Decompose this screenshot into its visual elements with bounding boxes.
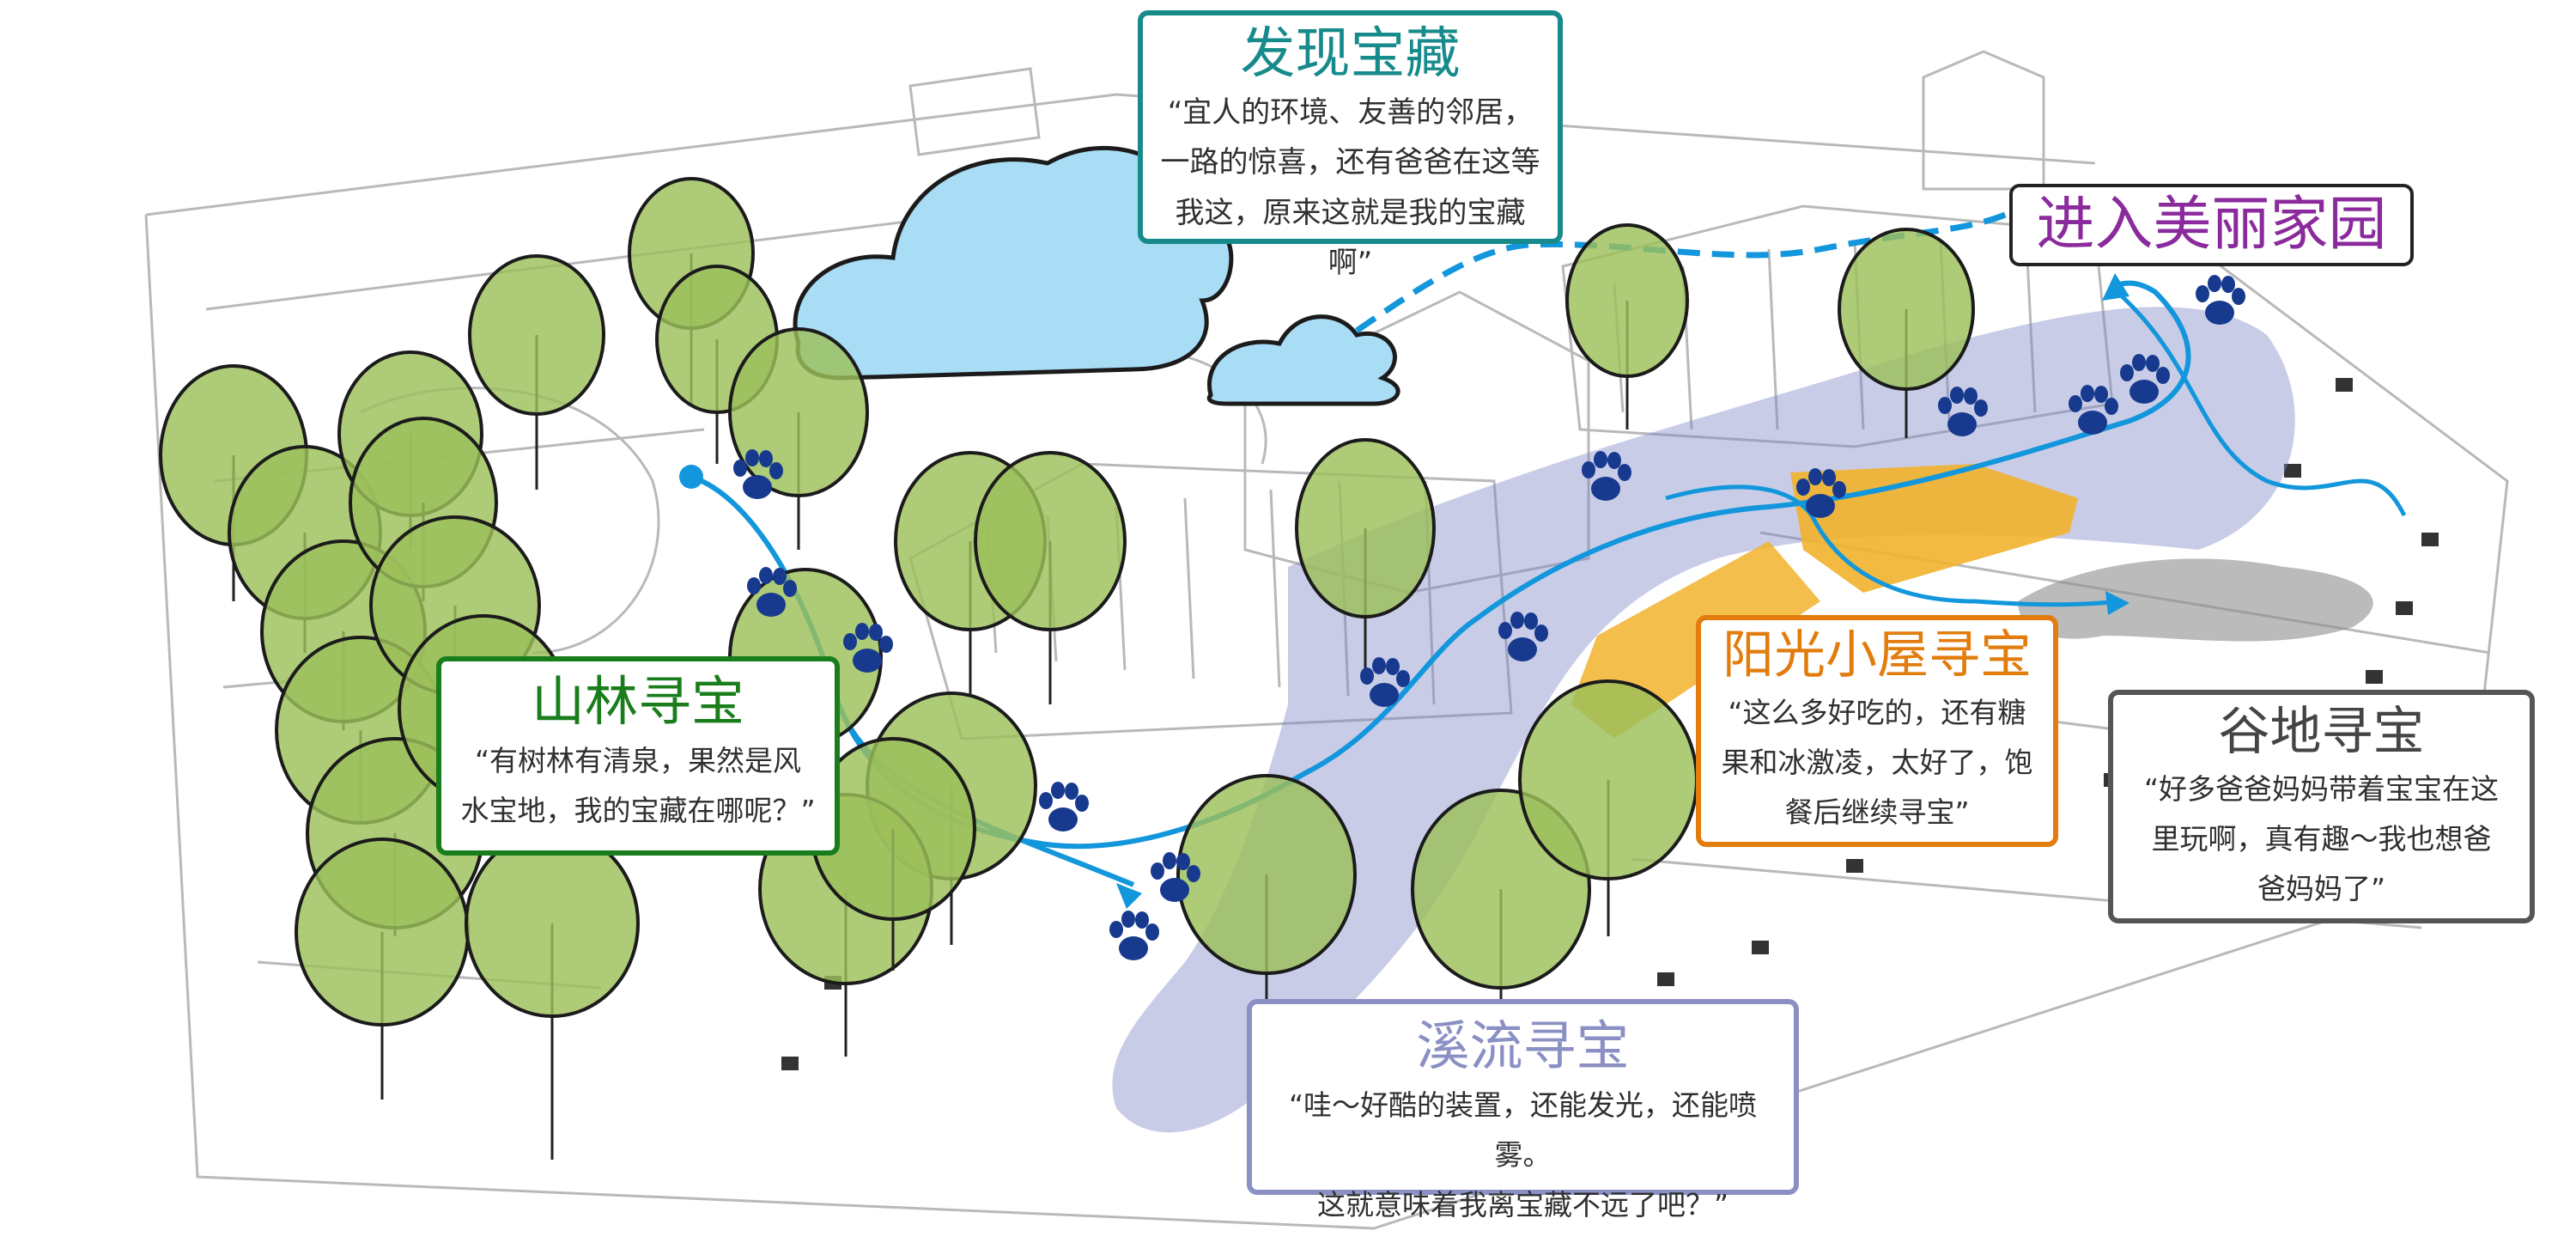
callout-quote-line: “哇～好酷的装置，还能发光，还能喷雾。: [1288, 1088, 1758, 1173]
callout-discover-treasure: 发现宝藏 “宜人的环境、友善的邻居， 一路的惊喜，还有爸爸在这等 我这，原来这就…: [1138, 10, 1563, 280]
callout-quote-line: 一路的惊喜，还有爸爸在这等: [1160, 145, 1540, 180]
callout-title: 山林寻宝: [531, 670, 744, 733]
callout-enter-home: 进入美丽家园: [2009, 184, 2414, 266]
paw-print-icon: [1109, 911, 1159, 960]
arrow-head-icon: [2102, 273, 2129, 301]
tree-icon: [1518, 679, 1698, 880]
callout-quote-line: “好多爸爸妈妈带着宝宝在这: [2143, 772, 2500, 807]
valley-area: [2018, 558, 2373, 642]
callout-title: 发现宝藏: [1240, 22, 1461, 86]
callout-title: 进入美丽家园: [2036, 191, 2387, 259]
callout-quote-line: “宜人的环境、友善的邻居，: [1167, 94, 1534, 130]
tree-icon: [974, 451, 1127, 631]
route-start-point: [679, 465, 703, 489]
callout-title: 溪流寻宝: [1416, 1014, 1630, 1077]
arrow-head-icon: [1116, 883, 1142, 909]
sunny-house-roof: [1790, 464, 2078, 593]
callout-forest-treasure: 山林寻宝 “有树林有清泉，果然是风 水宝地，我的宝藏在哪呢？”: [436, 656, 840, 856]
callout-stream-treasure: 溪流寻宝 “哇～好酷的装置，还能发光，还能喷雾。 这就意味着我离宝藏不远了吧？”: [1247, 999, 1799, 1221]
tree-icon: [1565, 223, 1689, 378]
callout-quote-line: “有树林有清泉，果然是风: [474, 744, 802, 778]
callout-title: 谷地寻宝: [2218, 702, 2425, 762]
callout-quote-line: 这就意味着我离宝藏不远了吧？”: [1316, 1187, 1729, 1221]
tree-icon: [465, 829, 640, 1018]
tree-icon: [1838, 228, 1975, 391]
cloud-icon: [1206, 314, 1400, 406]
arrow-head-icon: [2105, 591, 2129, 615]
callout-quote-line: 果和冰激凌，太好了，饱: [1721, 745, 2033, 779]
route-line: [1665, 484, 2122, 607]
callout-quote-line: 里玩啊，真有趣～我也想爸: [2151, 821, 2492, 856]
callout-quote-line: “这么多好吃的，还有糖: [1728, 696, 2026, 730]
tree-icon: [728, 327, 869, 497]
callout-quote-line: 餐后继续寻宝”: [1784, 795, 1970, 829]
paw-print-icon: [1039, 782, 1089, 832]
tree-icon: [295, 838, 470, 1027]
callout-valley-treasure: 谷地寻宝 “好多爸爸妈妈带着宝宝在这 里玩啊，真有趣～我也想爸 爸妈妈了”: [2108, 690, 2535, 923]
callout-sunny-house-treasure: 阳光小屋寻宝 “这么多好吃的，还有糖 果和冰激凌，太好了，饱 餐后继续寻宝”: [1696, 615, 2058, 847]
callout-quote-line: 爸妈妈了”: [2257, 871, 2386, 905]
callout-quote-line: 水宝地，我的宝藏在哪呢？”: [460, 794, 816, 828]
tree-icon: [1295, 438, 1436, 618]
route-line: [2111, 286, 2407, 517]
tree-icon: [1176, 774, 1357, 975]
callout-quote-line: 我这，原来这就是我的宝藏啊”: [1175, 195, 1526, 281]
callout-title: 阳光小屋寻宝: [1722, 625, 2032, 685]
tree-icon: [468, 254, 605, 416]
